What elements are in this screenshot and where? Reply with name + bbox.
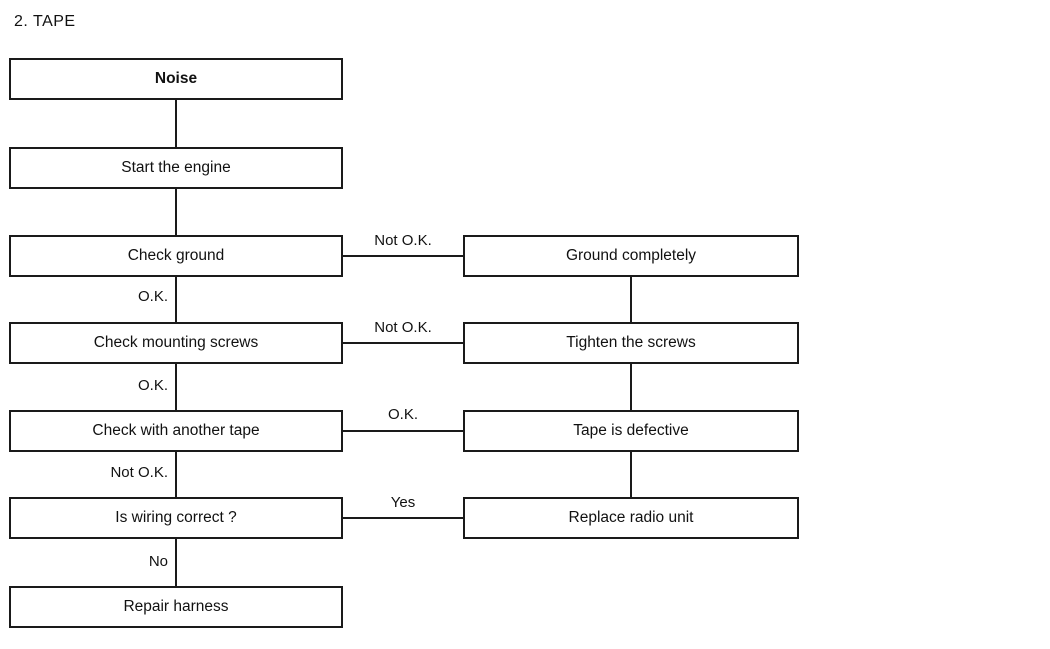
flow-box-label: Check mounting screws bbox=[93, 334, 259, 351]
flow-box-label: Start the engine bbox=[121, 159, 231, 176]
flow-box-label: Check ground bbox=[127, 247, 225, 264]
flow-box-tape-defective: Tape is defective bbox=[463, 410, 799, 452]
connector-line bbox=[630, 452, 632, 497]
flow-box-start-engine: Start the engine bbox=[9, 147, 343, 189]
down-label-ok: O.K. bbox=[137, 377, 168, 394]
connector-line bbox=[343, 430, 463, 432]
flow-box-label: Ground completely bbox=[565, 247, 697, 264]
flow-box-check-another-tape: Check with another tape bbox=[9, 410, 343, 452]
flow-box-label: Tape is defective bbox=[573, 422, 689, 439]
down-label-no: No bbox=[148, 553, 168, 570]
connector-line bbox=[343, 517, 463, 519]
connector-line bbox=[175, 452, 177, 497]
flow-box-noise: Noise bbox=[9, 58, 343, 100]
flow-box-tighten-screws: Tighten the screws bbox=[463, 322, 799, 364]
flow-box-replace-radio-unit: Replace radio unit bbox=[463, 497, 799, 539]
connector-line bbox=[175, 100, 177, 147]
connector-line bbox=[175, 364, 177, 410]
branch-label-ok: O.K. bbox=[387, 406, 418, 423]
connector-line bbox=[343, 342, 463, 344]
branch-label-not-ok: Not O.K. bbox=[374, 319, 432, 336]
flow-box-label: Replace radio unit bbox=[568, 509, 694, 526]
flow-box-label: Check with another tape bbox=[92, 422, 260, 439]
flow-box-label: Tighten the screws bbox=[566, 334, 696, 351]
connector-line bbox=[175, 277, 177, 322]
connector-line bbox=[630, 277, 632, 322]
flow-box-label: Is wiring correct ? bbox=[115, 509, 237, 526]
flow-box-repair-harness: Repair harness bbox=[9, 586, 343, 628]
connector-line bbox=[175, 539, 177, 586]
connector-line bbox=[175, 189, 177, 235]
flow-box-is-wiring-correct: Is wiring correct ? bbox=[9, 497, 343, 539]
flow-box-label: Noise bbox=[154, 70, 198, 87]
connector-line bbox=[343, 255, 463, 257]
connector-line bbox=[630, 364, 632, 410]
flow-box-label: Repair harness bbox=[123, 598, 229, 615]
branch-label-yes: Yes bbox=[390, 494, 416, 511]
flow-box-check-ground: Check ground bbox=[9, 235, 343, 277]
branch-label-not-ok: Not O.K. bbox=[374, 232, 432, 249]
flow-box-ground-completely: Ground completely bbox=[463, 235, 799, 277]
page-title: 2. TAPE bbox=[14, 13, 76, 30]
flow-box-check-mounting-screws: Check mounting screws bbox=[9, 322, 343, 364]
down-label-not-ok: Not O.K. bbox=[110, 464, 168, 481]
down-label-ok: O.K. bbox=[137, 288, 168, 305]
